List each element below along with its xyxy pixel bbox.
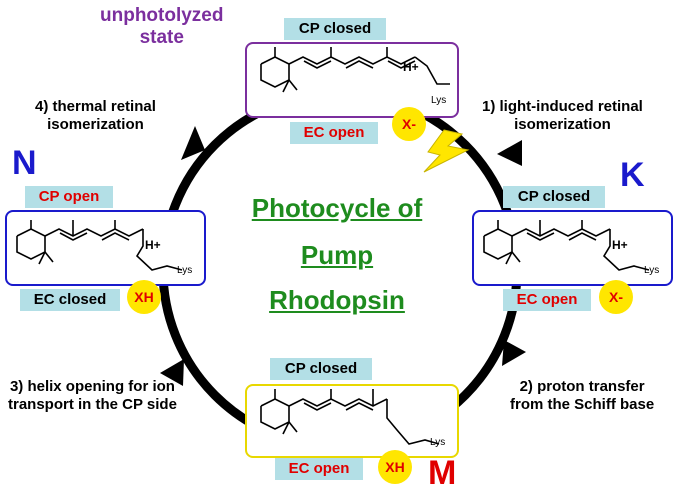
title-line-2: Pump [300, 240, 374, 270]
ec-open-tag: EC open [275, 458, 363, 480]
retinal-structure [16, 220, 183, 271]
protonated-residue-badge: XH [127, 280, 161, 314]
state-letter-K: K [620, 156, 645, 194]
retinal-structure [260, 47, 450, 93]
title-line-1: Photocycle of [251, 193, 423, 223]
arrow-head-2 [502, 340, 526, 366]
counterion-badge: X- [599, 280, 633, 314]
state-letter-M: M [428, 454, 457, 492]
state-caption-unphotolyzed: unphotolyzed state [100, 5, 223, 49]
lightning-bolt-icon [423, 129, 470, 173]
lys-label: Lys [431, 95, 447, 106]
retinal-box-M: Lys [245, 384, 459, 458]
ec-open-tag: EC open [290, 122, 378, 144]
ec-closed-tag: EC closed [20, 289, 120, 311]
cp-closed-tag: CP closed [503, 186, 605, 208]
arrow-head-1 [497, 140, 522, 166]
title-line-3: Rhodopsin [269, 285, 405, 315]
cp-open-tag: CP open [25, 186, 113, 208]
caption-line1: unphotolyzed [100, 5, 224, 26]
retinal-structure [260, 389, 440, 445]
counterion-badge: X- [392, 107, 426, 141]
ec-open-tag: EC open [503, 289, 591, 311]
retinal-box-unphotolyzed: H+ Lys [245, 42, 459, 118]
arrow-head-4 [181, 126, 205, 160]
protonated-schiff-base: H+ [612, 238, 628, 252]
caption-line2: state [139, 27, 184, 48]
retinal-box-N: H+ Lys [5, 210, 206, 286]
protonated-residue-badge: XH [378, 450, 412, 484]
state-letter-N: N [12, 144, 37, 182]
arrow-head-3 [160, 359, 184, 386]
cp-closed-tag: CP closed [270, 358, 372, 380]
retinal-box-K: H+ Lys [472, 210, 673, 286]
retinal-structure [483, 220, 650, 271]
cp-closed-tag: CP closed [284, 18, 386, 40]
lys-label: Lys [644, 265, 660, 276]
lys-label: Lys [177, 265, 193, 276]
protonated-schiff-base: H+ [145, 238, 161, 252]
lys-label: Lys [430, 437, 446, 448]
protonated-schiff-base: H+ [403, 60, 419, 74]
